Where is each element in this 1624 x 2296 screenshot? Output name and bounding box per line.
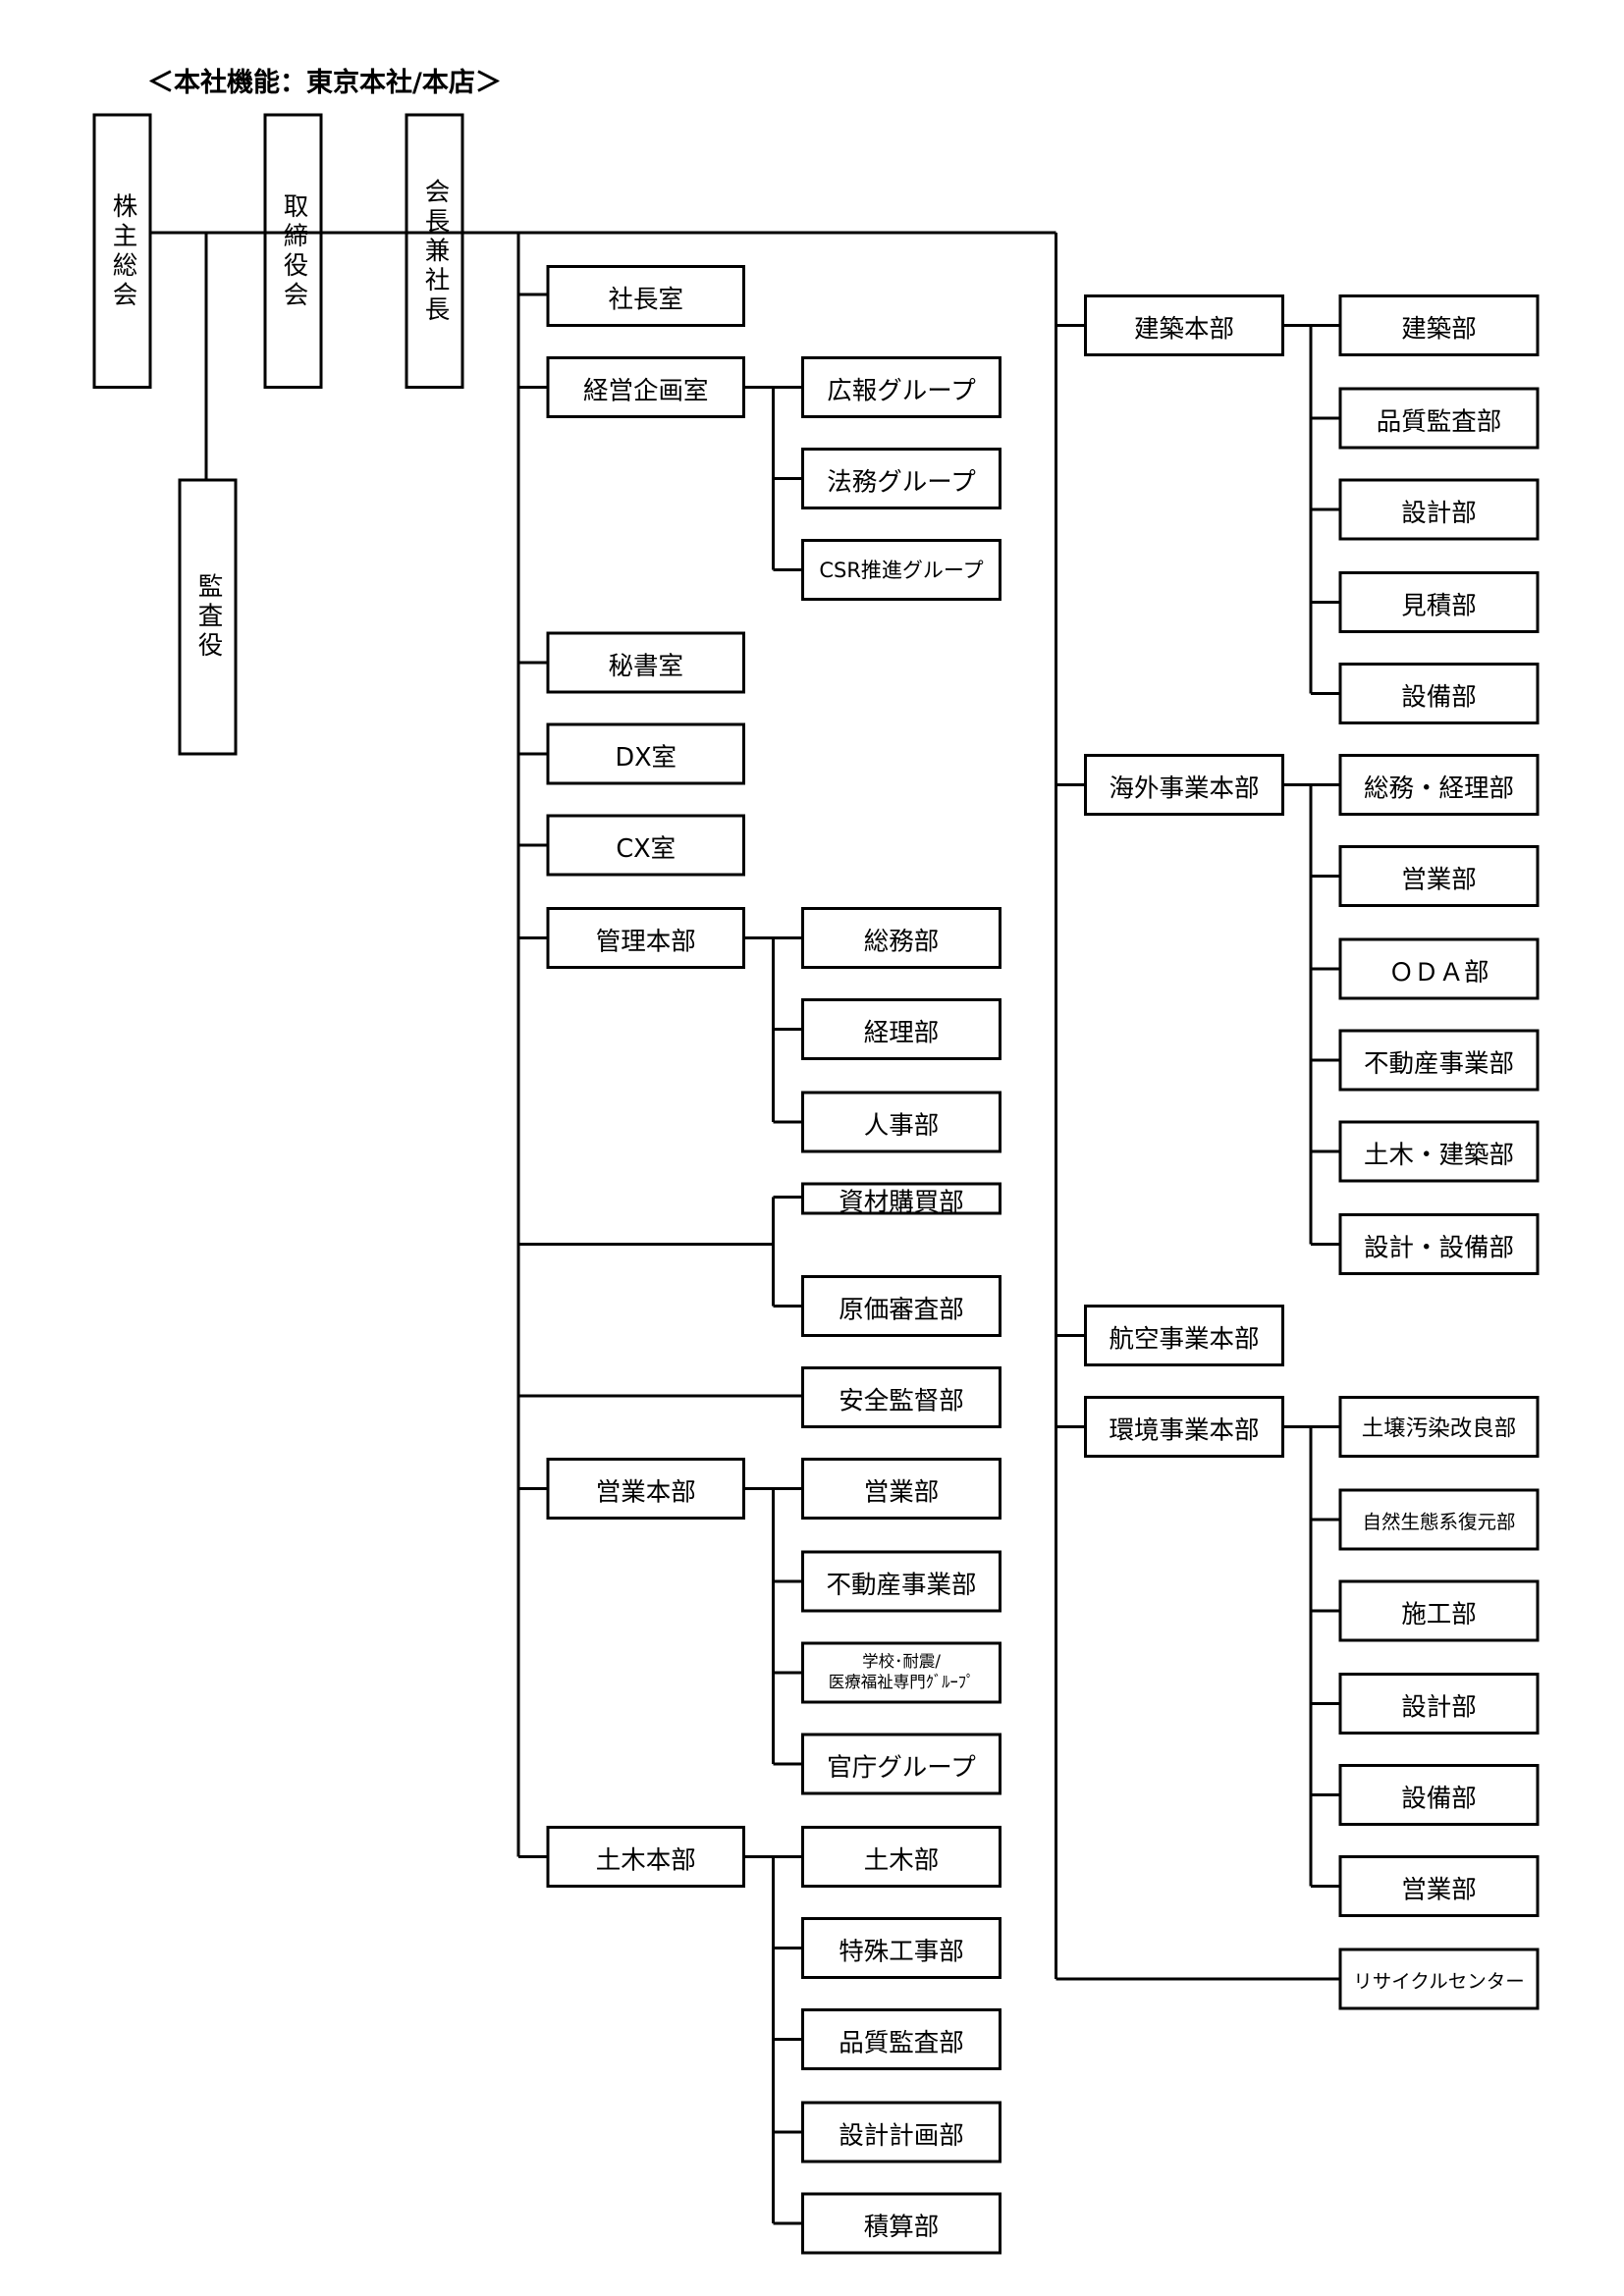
box-civil: 土木部: [801, 1826, 1001, 1888]
box-arch-estimate: 見積部: [1338, 571, 1540, 633]
box-general-affairs: 総務部: [801, 907, 1001, 969]
box-cost-review: 原価審査部: [801, 1275, 1001, 1337]
box-env-sales: 営業部: [1338, 1855, 1540, 1917]
box-ov-oda: ＯＤＡ部: [1338, 937, 1540, 1000]
box-ov-general: 総務・経理部: [1338, 754, 1540, 816]
box-sales: 営業部: [801, 1458, 1001, 1520]
box-arch-architecture: 建築部: [1338, 294, 1540, 356]
box-school-medical: 学校･耐震/医療福祉専門ｸﾞﾙｰﾌﾟ: [801, 1641, 1001, 1704]
box-aviation-hq: 航空事業本部: [1084, 1305, 1284, 1366]
box-procurement: 資材購買部: [801, 1182, 1001, 1215]
box-csr: CSR推進グループ: [801, 539, 1001, 601]
box-env-construction: 施工部: [1338, 1579, 1540, 1642]
box-pr: 広報グループ: [801, 356, 1001, 418]
box-special-works: 特殊工事部: [801, 1917, 1001, 1979]
box-environment-hq: 環境事業本部: [1084, 1396, 1284, 1458]
label: 会長兼社長: [418, 177, 449, 325]
label: 取締役会: [277, 191, 307, 310]
box-corporate-planning: 経営企画室: [546, 356, 745, 418]
box-admin: 管理本部: [546, 907, 745, 969]
box-civil-hq: 土木本部: [546, 1826, 745, 1888]
box-ov-civil-arch: 土木・建築部: [1338, 1120, 1540, 1183]
box-env-equipment: 設備部: [1338, 1764, 1540, 1826]
box-accounting: 経理部: [801, 998, 1001, 1060]
label: 株主総会: [106, 191, 136, 310]
box-env-design: 設計部: [1338, 1673, 1540, 1735]
box-presidents-office: 社長室: [546, 265, 745, 327]
box-real-estate: 不動産事業部: [801, 1550, 1001, 1613]
box-president: 会長兼社長: [405, 113, 464, 389]
label: 監査役: [191, 572, 222, 662]
box-dx: DX室: [546, 722, 745, 785]
box-sales-hq: 営業本部: [546, 1458, 745, 1520]
box-ov-sales: 営業部: [1338, 845, 1540, 907]
label-line2: 医療福祉専門ｸﾞﾙｰﾌﾟ: [828, 1673, 975, 1692]
box-architecture-hq: 建築本部: [1084, 294, 1284, 356]
box-quality-audit: 品質監査部: [801, 2008, 1001, 2070]
box-hr: 人事部: [801, 1091, 1001, 1153]
box-ov-design-equip: 設計・設備部: [1338, 1213, 1540, 1275]
box-overseas-hq: 海外事業本部: [1084, 754, 1284, 816]
box-recycle-center: リサイクルセンター: [1338, 1948, 1540, 2010]
box-arch-quality: 品質監査部: [1338, 387, 1540, 450]
box-legal: 法務グループ: [801, 448, 1001, 509]
box-shareholders: 株主総会: [92, 113, 152, 389]
box-safety: 安全監督部: [801, 1366, 1001, 1428]
box-secretary: 秘書室: [546, 631, 745, 694]
box-env-soil: 土壌汚染改良部: [1338, 1396, 1540, 1458]
box-env-ecosystem: 自然生態系復元部: [1338, 1488, 1540, 1551]
box-cx: CX室: [546, 814, 745, 877]
box-government: 官庁グループ: [801, 1733, 1001, 1795]
box-arch-equipment: 設備部: [1338, 663, 1540, 724]
box-design-planning: 設計計画部: [801, 2101, 1001, 2163]
box-ov-real-estate: 不動産事業部: [1338, 1029, 1540, 1092]
box-board: 取締役会: [263, 113, 323, 389]
box-arch-design: 設計部: [1338, 478, 1540, 541]
chart-title: ＜本社機能：東京本社/本店＞: [147, 68, 502, 99]
box-auditor: 監査役: [178, 478, 238, 756]
label-line1: 学校･耐震/: [862, 1652, 941, 1672]
box-estimation: 積算部: [801, 2192, 1001, 2255]
